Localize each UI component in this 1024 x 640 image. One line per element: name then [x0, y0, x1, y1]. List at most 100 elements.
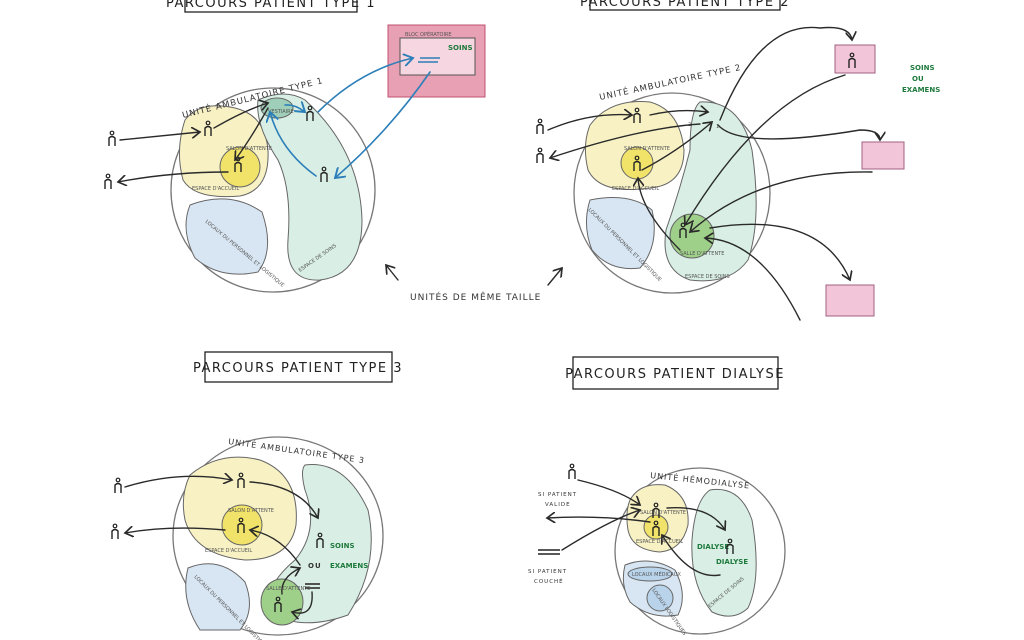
- label-bloc-soins: SOINS: [448, 44, 473, 52]
- arrow: [235, 107, 269, 160]
- bed-icon: [418, 57, 440, 63]
- arrow: [666, 506, 725, 530]
- arrow: [125, 528, 226, 533]
- note-same-size: UNITÉS DE MÊME TAILLE: [410, 291, 541, 303]
- label-soins: SOINS: [910, 64, 935, 72]
- unit-boundary: [172, 436, 384, 636]
- arrow: [317, 58, 413, 113]
- locaux-personnel: [586, 197, 655, 270]
- arrow: [709, 223, 850, 280]
- arrow: [685, 74, 846, 225]
- arrow: [292, 591, 313, 613]
- label-couche-2: COUCHÉ: [534, 577, 564, 585]
- label-salon: SALON D'ATTENTE: [226, 146, 272, 152]
- bed-icon: [305, 583, 320, 589]
- arrow: [124, 476, 232, 488]
- unit-boundary: [573, 92, 771, 294]
- title-box-type-3: [204, 351, 393, 383]
- label-dialyse-small: DIALYSE: [697, 543, 729, 551]
- label-locaux-medicaux: LOCAUX MÉDICAUX: [632, 570, 681, 578]
- arrow: [561, 510, 640, 551]
- stretcher-icon: [538, 549, 560, 555]
- arrow: [213, 103, 268, 129]
- label-bloc: BLOC OPÉRATOIRE: [405, 30, 452, 38]
- examen-room-2: [861, 141, 905, 170]
- bloc-inner: [399, 37, 476, 76]
- patient-arriving-icon: [536, 118, 544, 135]
- locaux-personnel: [185, 563, 250, 631]
- section-dialyse: PARCOURS PATIENT DIALYSE UNITÉ HÉMODIALY…: [528, 356, 786, 637]
- arrow: [649, 111, 708, 115]
- vestiaire: [260, 97, 294, 119]
- section-type-1: PARCOURS PATIENT TYPE 1 UNITÉ AMBULATOIR…: [104, 0, 562, 303]
- label-espace-accueil: ESPACE D'ACCUEIL: [612, 186, 659, 192]
- unit-label-type-2: UNITÉ AMBULATOIRE TYPE 2: [598, 61, 742, 103]
- arrow: [641, 122, 712, 171]
- arrow: [547, 268, 562, 286]
- patient-arriving-icon: [114, 477, 122, 494]
- label-ou: OU: [912, 75, 924, 83]
- label-couche-1: SI PATIENT: [528, 569, 567, 575]
- locaux-medicaux: [627, 566, 673, 582]
- label-espace-accueil: ESPACE D'ACCUEIL: [192, 186, 239, 192]
- title-type-2: PARCOURS PATIENT TYPE 2: [580, 0, 790, 10]
- locaux-personnel: [185, 198, 269, 275]
- salon-attente: [219, 146, 261, 188]
- arrow: [281, 568, 300, 595]
- patient-leaving-icon: [111, 523, 119, 540]
- label-salle: SALLE D'ATTENTE: [266, 586, 310, 592]
- arrow: [386, 265, 399, 281]
- label-dialyse: DIALYSE: [716, 558, 748, 566]
- arrow: [719, 26, 852, 121]
- marker-1: 1: [716, 124, 719, 130]
- label-espace-accueil: ESPACE D'ACCUEIL: [205, 548, 252, 554]
- patient-leaving-icon: [536, 147, 544, 164]
- title-type-3: PARCOURS PATIENT TYPE 3: [193, 361, 403, 376]
- unit-boundary: [170, 87, 376, 293]
- label-ou: OU: [308, 562, 322, 570]
- arrow: [118, 171, 229, 182]
- espace-soins: [691, 488, 757, 617]
- label-valide-1: SI PATIENT: [538, 492, 577, 498]
- examen-room-3: [825, 284, 875, 317]
- label-vestiaire: VESTIAIRE: [268, 109, 294, 115]
- arrow: [690, 171, 873, 232]
- arrow: [638, 178, 681, 251]
- label-espace-accueil: ESPACE D'ACCUEIL: [636, 539, 683, 545]
- label-salon: SALON D'ATTENTE: [640, 510, 686, 516]
- arrow: [547, 115, 632, 131]
- title-box-type-1: [184, 0, 358, 13]
- label-soins: SOINS: [330, 542, 355, 550]
- label-examens: EXAMENS: [902, 86, 940, 94]
- label-valide-2: VALIDE: [545, 502, 571, 508]
- title-box-type-2: [589, 0, 781, 11]
- label-examens: EXAMENS: [330, 562, 368, 570]
- label-salon: SALON D'ATTENTE: [228, 508, 274, 514]
- arrow: [662, 535, 721, 577]
- unit-boundary: [614, 467, 786, 635]
- arrow: [250, 530, 301, 566]
- patient-arriving-icon: [108, 130, 116, 147]
- espace-soins: [257, 93, 363, 281]
- patient-leaving-icon: [104, 173, 112, 190]
- arrow: [717, 124, 880, 140]
- title-dialyse: PARCOURS PATIENT DIALYSE: [565, 367, 785, 382]
- arrow: [705, 238, 801, 321]
- arrow: [249, 481, 318, 518]
- arrow: [270, 112, 317, 177]
- espace-accueil: [584, 100, 685, 191]
- label-salle: SALLE D'ATTENTE: [680, 251, 724, 257]
- arrow: [547, 517, 651, 522]
- title-box-dialyse: [572, 356, 779, 390]
- section-type-2: PARCOURS PATIENT TYPE 2 UNITÉ AMBULATOIR…: [536, 0, 940, 321]
- arrow: [335, 71, 431, 178]
- arrow: [119, 132, 200, 141]
- patient-walking-icon: [568, 463, 576, 480]
- locaux-logistiques: [646, 584, 674, 612]
- label-espace-soins: ESPACE DE SOINS: [685, 274, 730, 280]
- label-salon: SALON D'ATTENTE: [624, 146, 670, 152]
- arrow: [577, 479, 640, 505]
- section-type-3: PARCOURS PATIENT TYPE 3 UNITÉ AMBULATOIR…: [111, 351, 403, 640]
- examen-room-1: [834, 44, 876, 74]
